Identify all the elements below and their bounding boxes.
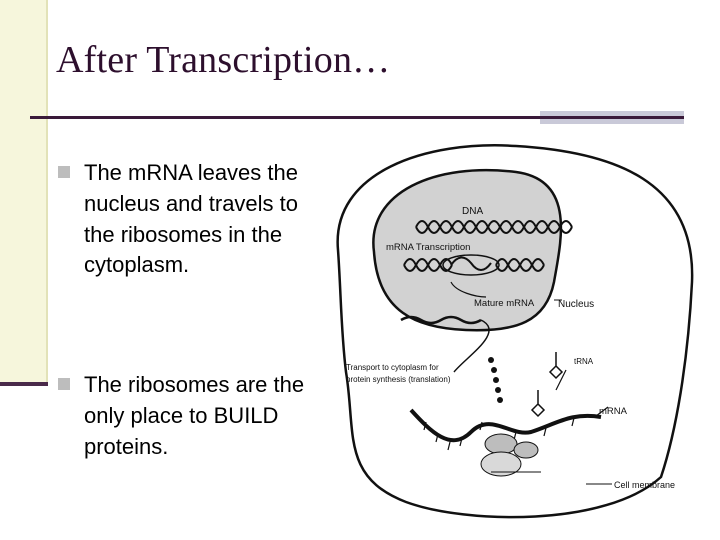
mrna-arrow bbox=[595, 406, 609, 417]
ribosome bbox=[480, 433, 539, 477]
dna-label: DNA bbox=[462, 206, 483, 217]
arrow-to-mature-mrna bbox=[450, 281, 487, 298]
nucleus-shape bbox=[372, 168, 563, 332]
bullet-marker-icon bbox=[58, 166, 70, 178]
trna-label: tRNA bbox=[574, 357, 594, 366]
bullet-text: The ribosomes are the only place to BUIL… bbox=[84, 372, 305, 459]
title-rule bbox=[30, 116, 684, 119]
mature-mrna-label: Mature mRNA bbox=[474, 298, 535, 309]
trna-molecule bbox=[530, 352, 564, 418]
slide-title: After Transcription… bbox=[56, 39, 391, 81]
nascent-mrna-strand bbox=[450, 256, 492, 271]
dna-helix bbox=[403, 220, 573, 272]
cytoplasm-mrna-strand bbox=[409, 408, 602, 443]
trna-arrow bbox=[555, 369, 567, 391]
nucleus-label: Nucleus bbox=[558, 299, 594, 310]
bullet-marker-icon bbox=[58, 378, 70, 390]
polypeptide-beads bbox=[488, 357, 503, 403]
transport-label-line2: protein synthesis (translation) bbox=[346, 375, 451, 384]
cell-membrane-label: Cell membrane bbox=[614, 480, 675, 490]
left-accent-bar bbox=[0, 382, 48, 386]
bullet-text: The mRNA leaves the nucleus and travels … bbox=[84, 160, 299, 278]
mature-mrna-strand bbox=[400, 315, 482, 325]
transport-label-line1: Transport to cytoplasm for bbox=[346, 363, 439, 372]
transcription-bubble bbox=[442, 254, 500, 276]
left-bar-edge bbox=[46, 0, 48, 385]
left-decorative-bar bbox=[0, 0, 46, 385]
transcription-diagram: DNA mRNA Transcription Mature mRNA Nucle… bbox=[336, 144, 694, 519]
mrna-transcription-label: mRNA Transcription bbox=[386, 242, 470, 253]
mrna-export-path bbox=[453, 319, 490, 373]
mrna-label: mRNA bbox=[599, 406, 628, 417]
